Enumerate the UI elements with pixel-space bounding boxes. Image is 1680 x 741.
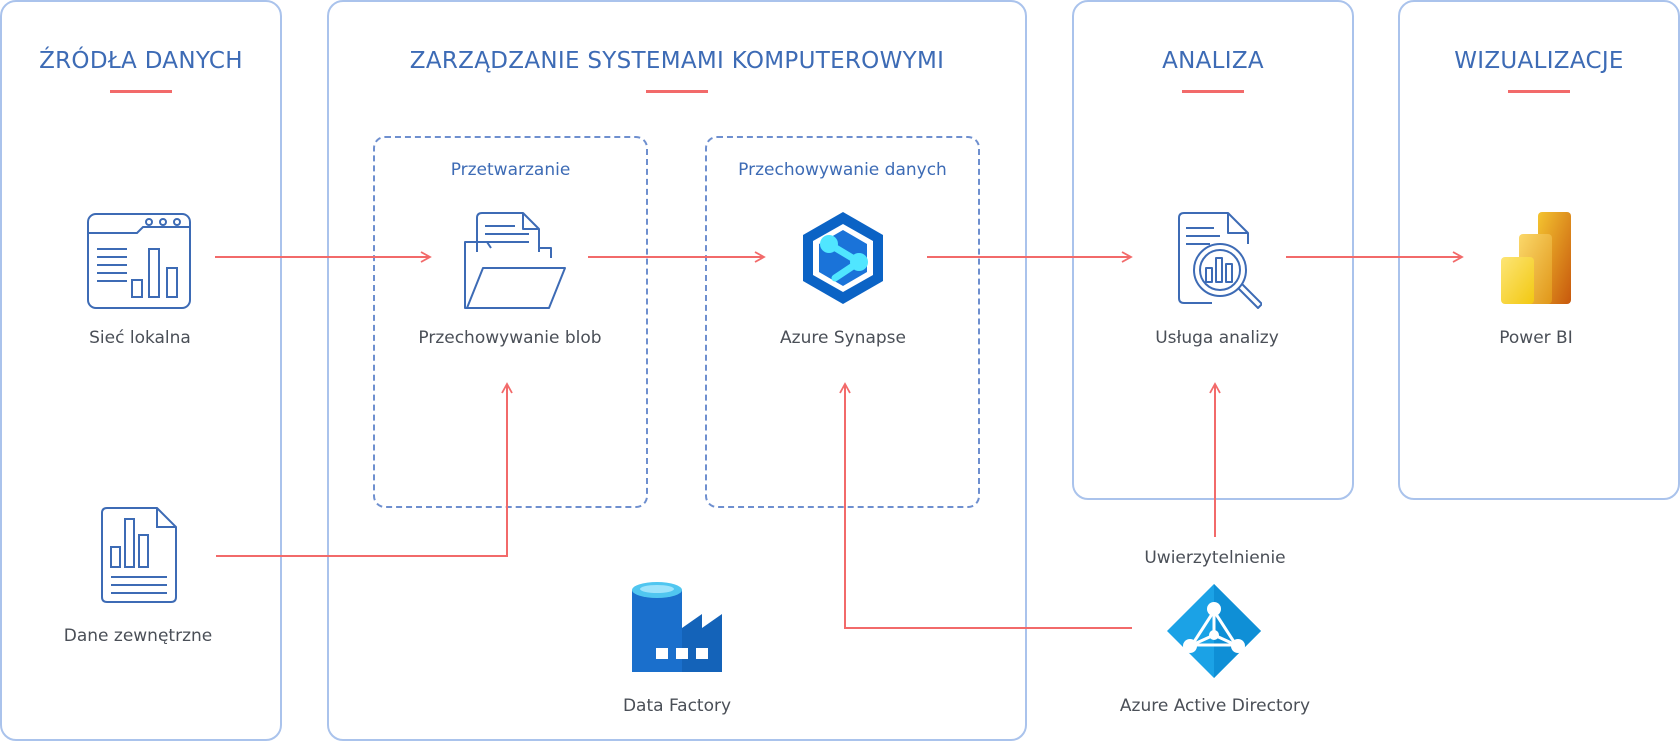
browser-chart-icon <box>87 213 191 309</box>
node-label-power-bi: Power BI <box>1499 328 1573 348</box>
edge-label-authentication: Uwierzytelnienie <box>1144 548 1286 568</box>
azure-synapse-icon <box>803 212 883 304</box>
node-label-local-network: Sieć lokalna <box>89 328 191 348</box>
group-title-processing: Przetwarzanie <box>450 160 571 180</box>
column-analysis: ANALIZA <box>1072 0 1354 500</box>
column-title-visualization: WIZUALIZACJE <box>1454 48 1624 74</box>
column-title-analysis: ANALIZA <box>1162 48 1264 74</box>
arrow-external-to-blob <box>216 382 513 557</box>
column-management: ZARZĄDZANIE SYSTEMAMI KOMPUTEROWYMI <box>327 0 1027 741</box>
group-storage: Przechowywanie danych <box>705 136 980 508</box>
group-title-storage: Przechowywanie danych <box>738 160 947 180</box>
document-chart-icon <box>101 507 177 603</box>
node-label-analysis-service: Usługa analizy <box>1155 328 1279 348</box>
column-title-management: ZARZĄDZANIE SYSTEMAMI KOMPUTEROWYMI <box>409 48 945 74</box>
node-label-blob-storage: Przechowywanie blob <box>418 328 602 348</box>
node-label-aad: Azure Active Directory <box>1119 696 1311 716</box>
title-underline <box>110 90 172 93</box>
power-bi-icon <box>1501 212 1571 304</box>
title-underline <box>1182 90 1244 93</box>
node-label-external-data: Dane zewnętrzne <box>63 626 213 646</box>
column-title-sources: ŹRÓDŁA DANYCH <box>39 48 243 74</box>
data-factory-icon <box>632 582 722 672</box>
arrow-aad-to-synapse <box>839 382 1132 629</box>
folder-documents-icon <box>464 212 566 309</box>
node-label-synapse: Azure Synapse <box>780 328 906 348</box>
title-underline <box>646 90 708 93</box>
azure-ad-icon <box>1167 584 1261 678</box>
title-underline <box>1508 90 1570 93</box>
analysis-report-icon <box>1178 212 1262 309</box>
group-processing: Przetwarzanie <box>373 136 648 508</box>
node-label-data-factory: Data Factory <box>622 696 732 716</box>
column-data-sources: ŹRÓDŁA DANYCH <box>0 0 282 741</box>
